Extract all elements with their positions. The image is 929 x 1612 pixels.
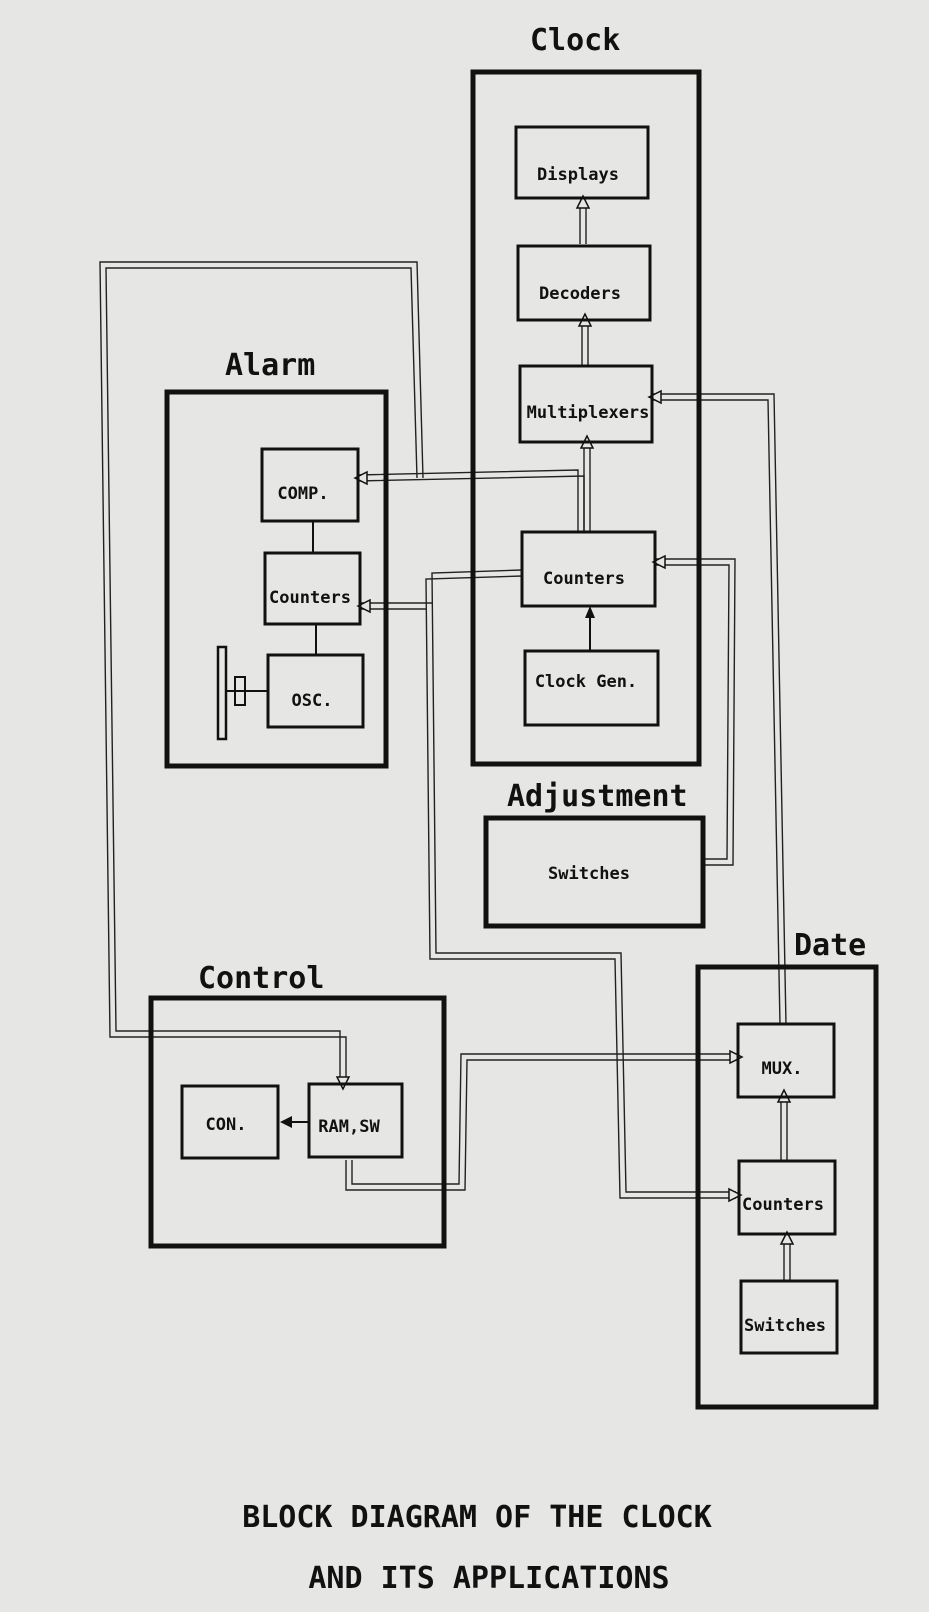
bus-adjust-to-counters xyxy=(655,564,730,860)
bus-counters-to-alarm-and-date-inner xyxy=(425,575,736,1199)
date-counters-label: Counters xyxy=(742,1195,824,1215)
bus-counters-to-comp-inner xyxy=(356,469,579,533)
arrowhead xyxy=(585,606,595,618)
adjust-switches-label: Switches xyxy=(548,864,630,884)
bus-counters-to-alarm-and-date xyxy=(431,569,736,1193)
bus-ram-to-mux xyxy=(345,1059,736,1191)
arrowhead xyxy=(728,1187,743,1203)
displays-label: Displays xyxy=(537,165,619,185)
clock-counters-label: Counters xyxy=(543,569,625,589)
arrowhead xyxy=(575,194,591,209)
con-block xyxy=(180,1084,280,1160)
arrowhead xyxy=(647,389,662,405)
bus-control-to-alarm-loop xyxy=(99,261,424,1085)
date-group-frame xyxy=(695,964,879,1410)
decoders-block xyxy=(516,244,652,322)
arrowhead xyxy=(353,470,368,486)
decoders-label: Decoders xyxy=(539,284,621,304)
arrowhead xyxy=(779,1230,795,1245)
buses xyxy=(99,204,791,1280)
crystal-icon xyxy=(216,645,268,741)
alarm-counters-label: Counters xyxy=(269,588,351,608)
date-switches-label: Switches xyxy=(744,1316,826,1336)
alarm-group-frame xyxy=(164,389,389,769)
bus-mux-to-multiplexers-inner xyxy=(653,393,787,1026)
clock-counters-block xyxy=(520,530,657,608)
date-counters-block xyxy=(737,1159,837,1236)
comp-block xyxy=(260,447,360,523)
arrowhead xyxy=(729,1049,744,1065)
displays-block xyxy=(514,125,650,200)
clock-gen-block xyxy=(523,649,660,727)
mux-block xyxy=(736,1022,836,1099)
adjustment-title: Adjustment xyxy=(507,779,688,814)
bus-control-to-alarm-loop-inner xyxy=(105,267,418,1085)
ram-sw-label: RAM,SW xyxy=(318,1117,380,1137)
alarm-title: Alarm xyxy=(225,348,315,383)
bus-adjust-to-counters-inner xyxy=(655,558,736,866)
bus-mux-to-multiplexers xyxy=(653,399,781,1026)
comp-label: COMP. xyxy=(277,484,328,504)
date-switches-block xyxy=(739,1279,839,1355)
arrowhead xyxy=(651,554,666,570)
arrowheads xyxy=(335,194,795,1245)
multiplexers-block xyxy=(518,364,654,444)
arrowhead xyxy=(280,1116,292,1128)
multiplexers-label: Multiplexers xyxy=(527,403,650,423)
ram-sw-block xyxy=(307,1082,404,1159)
adjustment-group-frame xyxy=(483,815,706,929)
caption-line-2: AND ITS APPLICATIONS xyxy=(308,1561,669,1596)
caption-line-1: BLOCK DIAGRAM OF THE CLOCK xyxy=(242,1500,712,1535)
con-label: CON. xyxy=(206,1115,247,1135)
clock-gen-label: Clock Gen. xyxy=(535,672,637,692)
control-title: Control xyxy=(198,961,324,996)
date-title: Date xyxy=(794,928,866,963)
control-group-frame xyxy=(148,995,447,1249)
bus-ram-to-mux-inner xyxy=(351,1053,736,1185)
arrowhead xyxy=(356,598,371,614)
clock-title: Clock xyxy=(530,23,620,58)
osc-label: OSC. xyxy=(292,691,333,711)
clock-group-frame xyxy=(470,69,702,767)
mux-label: MUX. xyxy=(762,1059,803,1079)
